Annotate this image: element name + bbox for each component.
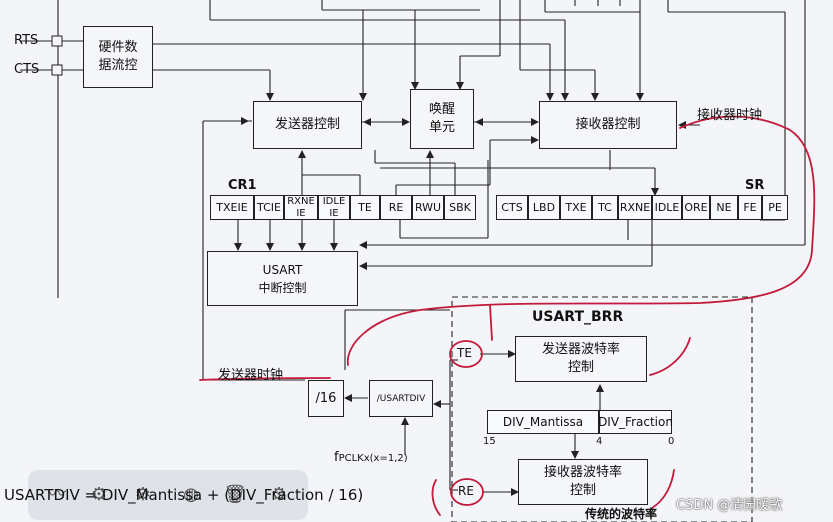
usartdiv-label: /USARTDIV	[376, 393, 426, 404]
cr1-bit-re: RE	[380, 195, 412, 220]
sr-bit-tc: TC	[592, 195, 618, 220]
red-annotations	[199, 102, 816, 516]
color-wheel-icon[interactable]: ◍	[183, 484, 199, 505]
cr1-bit-txeie: TXEIE	[210, 195, 254, 220]
rts-pin	[51, 35, 63, 47]
cts-label: CTS	[14, 62, 40, 77]
tx-baud-block: 发送器波特率 控制	[515, 336, 647, 382]
sr-bit-lbd: LBD	[528, 195, 560, 220]
sr-bit-ore: ORE	[682, 195, 710, 220]
transmitter-clock-label: 发送器时钟	[218, 368, 284, 383]
rx-baud-line2: 控制	[569, 483, 596, 498]
annotation-toolbar	[28, 470, 308, 520]
te-label: TE	[457, 346, 472, 360]
usart-interrupt-block: USART 中断控制	[207, 251, 358, 306]
transmitter-control-label: 发送器控制	[274, 117, 340, 132]
tx-baud-line2: 控制	[567, 360, 594, 375]
pen-icon[interactable]: 〰	[48, 484, 66, 505]
receiver-control-label: 接收器控制	[575, 117, 641, 132]
rts-label: RTS	[14, 33, 39, 48]
wakeup-unit-block: 唤醒 单元	[410, 89, 474, 149]
bit-0-label: 0	[668, 436, 675, 447]
sr-bit-txe: TXE	[560, 195, 592, 220]
usart-brr-title: USART_BRR	[532, 309, 624, 325]
receiver-clock-label: 接收器时钟	[697, 108, 763, 123]
sr-bit-cts: CTS	[496, 195, 528, 220]
usart-interrupt-line1: USART	[262, 262, 303, 277]
usartdiv-block: /USARTDIV	[369, 380, 433, 417]
wakeup-unit-line2: 单元	[428, 120, 455, 135]
fpclk-subscript: PCLKx(x=1,2)	[338, 453, 408, 464]
sr-bit-pe: PE	[762, 195, 788, 220]
sr-bit-rxne: RXNE	[618, 195, 652, 220]
fpclk-main: f	[334, 450, 339, 465]
bit-15-label: 15	[483, 436, 496, 447]
hw-flow-control-line1: 硬件数	[98, 40, 138, 55]
cr1-bit-te: TE	[350, 195, 380, 220]
cr1-bit-idleie: IDLE IE	[318, 195, 350, 220]
trash-icon[interactable]: 🗑	[223, 484, 247, 505]
rx-baud-line1: 接收器波特率	[543, 465, 622, 480]
watermark: CSDN @清园暖歌	[676, 498, 783, 513]
cr1-bit-rwu: RWU	[412, 195, 444, 220]
settings-icon[interactable]: ⚙	[134, 484, 152, 505]
bit-4-label: 4	[596, 436, 603, 447]
rx-baud-block: 接收器波特率 控制	[518, 459, 648, 505]
sr-bit-ne: NE	[710, 195, 738, 220]
usart-brr-region	[451, 296, 753, 522]
cr1-title: CR1	[228, 178, 257, 193]
div16-block: /16	[308, 380, 344, 417]
sr-bit-fe: FE	[738, 195, 762, 220]
receiver-control-block: 接收器控制	[539, 101, 677, 149]
hw-flow-control-block: 硬件数 据流控	[83, 26, 153, 88]
usart-interrupt-line2: 中断控制	[258, 280, 307, 295]
sr-title: SR	[745, 178, 765, 193]
usartdiv-formula: USARTDIV = DIV_Mantissa + (DIV_Fraction …	[4, 486, 364, 504]
lasso-settings-icon[interactable]: ⚙	[270, 484, 288, 505]
tx-baud-line1: 发送器波特率	[541, 342, 620, 357]
cts-pin	[51, 64, 63, 76]
sr-bit-idle: IDLE	[652, 195, 682, 220]
hw-flow-control-line2: 据流控	[98, 58, 138, 73]
wakeup-unit-line1: 唤醒	[428, 102, 455, 117]
cr1-bit-sbk: SBK	[444, 195, 476, 220]
re-label: RE	[458, 484, 474, 498]
cr1-bit-rxneie: RXNE IE	[284, 195, 318, 220]
transmitter-control-block: 发送器控制	[253, 101, 362, 149]
gear-pen-icon[interactable]: ⚙	[90, 484, 108, 505]
fpclk-label: fPCLKx(x=1,2)	[334, 450, 408, 465]
traditional-baud-label: 传统的波特率	[585, 507, 658, 521]
div-fraction-field: DIV_Fraction	[598, 410, 673, 434]
cr1-bit-tcie: TCIE	[254, 195, 284, 220]
div-mantissa-field: DIV_Mantissa	[487, 410, 599, 434]
div16-label: /16	[315, 390, 337, 406]
